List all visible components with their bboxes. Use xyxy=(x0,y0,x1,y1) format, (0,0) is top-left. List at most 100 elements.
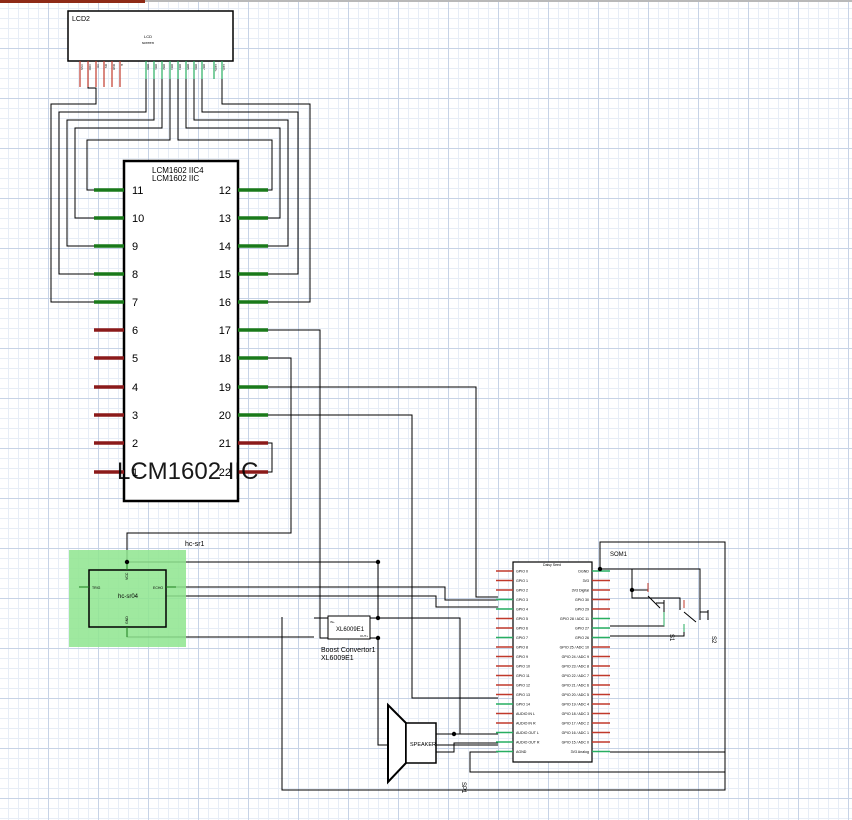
lcm1602-pin-label: 8 xyxy=(132,269,138,281)
board-body[interactable] xyxy=(512,561,593,763)
lcd-pin-label: DB5 xyxy=(186,64,190,70)
speaker-component[interactable]: SPEAKER SP1 xyxy=(387,702,466,794)
wire-speaker-b xyxy=(436,742,498,753)
lcm1602-pin-label: 21 xyxy=(219,438,231,450)
board-pin-label: GPIO 4 xyxy=(516,608,528,612)
lcm1602-pin-label: 4 xyxy=(132,382,138,394)
junction-dot xyxy=(629,587,635,593)
lcd-pin-label: E xyxy=(120,64,124,66)
sensor-name: hc-sr04 xyxy=(118,594,139,600)
switch-s2-lever xyxy=(683,611,697,623)
switches[interactable]: S1 S2 xyxy=(647,583,716,644)
lcm1602-pin-label: 20 xyxy=(219,410,231,422)
lcm1602-pin-label: 6 xyxy=(132,325,138,337)
junction-dot xyxy=(375,615,381,621)
board-pin-label: 3V3 xyxy=(583,579,589,583)
board-pin-label: AGND xyxy=(516,750,527,754)
boost-converter-component[interactable]: XL6009E1 IN+ OUT+ Boost Convertor1 XL600… xyxy=(321,615,376,662)
wire-dgnd xyxy=(610,568,701,620)
wire-17 xyxy=(268,329,498,746)
lcm1602-title-1: LCM1602 IIC4 xyxy=(152,166,204,175)
board-pin-label: GPIO 3 xyxy=(516,598,528,602)
sensor-pin-echo-label: ECHO xyxy=(153,586,163,590)
lcd-pin-label: V0 xyxy=(96,64,100,68)
junction-dot xyxy=(375,559,381,565)
speaker-body[interactable] xyxy=(405,722,437,764)
sensor-label: hc-sr1 xyxy=(185,541,205,548)
board-pin-label: GPIO 5 xyxy=(516,617,528,621)
board-pin-label: AUDIO OUT L xyxy=(516,731,539,735)
speaker-name: SPEAKER xyxy=(410,742,436,748)
lcd-pin-label: VSS xyxy=(80,64,84,70)
wire-db-12 xyxy=(177,79,273,191)
board-pin-label: DGND xyxy=(578,570,589,574)
wire-db-16 xyxy=(221,79,311,303)
board-pin-label: GPIO 13 xyxy=(516,693,530,697)
wire-agnd xyxy=(469,751,725,773)
junction-dot xyxy=(597,566,603,572)
boost-pin-in: IN+ xyxy=(330,620,335,624)
board-pin-label: GPIO 25 / ADC 10 xyxy=(560,646,589,650)
lcm1602-watermark: LCM1602 IIC xyxy=(117,458,258,485)
lcm1602-pin-label: 12 xyxy=(219,185,231,197)
switch-s1[interactable]: S1 xyxy=(647,583,674,642)
wire-db-10 xyxy=(74,79,163,219)
sensor-pin-trig-label: TRIG xyxy=(92,586,101,590)
board-name: Daisy Seed xyxy=(543,563,561,567)
lcm1602-body[interactable] xyxy=(122,159,240,503)
lcm1602-pin-label: 1 xyxy=(132,467,138,479)
wire-20 xyxy=(268,414,498,699)
lcm1602-pin-label: 10 xyxy=(132,213,144,225)
lcm1602-title-2: LCM1602 IIC xyxy=(152,174,199,183)
sensor-component[interactable]: hc-sr1 hc-sr04 VCC TRIG ECHO GND xyxy=(69,541,205,647)
board-pin-label: GPIO 26 xyxy=(575,636,589,640)
lcd-pin-label: DB2 xyxy=(162,64,166,70)
lcd-pin-label: DB1 xyxy=(154,64,158,70)
active-tab-indicator xyxy=(0,0,145,3)
board-pin-label: GPIO 14 xyxy=(516,703,530,707)
speaker-cone[interactable] xyxy=(387,702,407,785)
junction-dot xyxy=(124,559,130,565)
board-pin-label: GPIO 6 xyxy=(516,627,528,631)
lcm1602-pin-label: 16 xyxy=(219,297,231,309)
lcm1602-pin-label: 18 xyxy=(219,353,231,365)
wire-21-22 xyxy=(268,442,273,473)
wire-trig xyxy=(166,595,498,608)
sensor-pin-vcc-label: VCC xyxy=(125,572,129,580)
lcd-pin-label: VDD xyxy=(88,64,92,71)
boost-caption-2: XL6009E1 xyxy=(321,655,354,662)
wire-18 xyxy=(126,357,292,562)
wire-s2-a xyxy=(631,590,681,610)
board-pin-label: GPIO 15 / ADC 0 xyxy=(562,741,589,745)
wire-db-15 xyxy=(201,79,299,275)
switch-s2[interactable]: S2 xyxy=(683,600,716,644)
wire-db-7 xyxy=(50,79,97,303)
board-pin-label: GPIO 10 xyxy=(516,665,530,669)
lcm1602-pin-label: 3 xyxy=(132,410,138,422)
lcm1602-component[interactable]: LCM1602 IIC4 LCM1602 IIC 111098765432112… xyxy=(94,159,268,503)
wire-19 xyxy=(268,386,498,598)
boost-name: XL6009E1 xyxy=(336,627,365,633)
board-pin-label: GPIO 29 xyxy=(575,608,589,612)
board-pin-label: GPIO 0 xyxy=(516,570,528,574)
top-border xyxy=(0,0,852,2)
switch-s1-label: S1 xyxy=(668,634,674,642)
board-pin-label: AUDIO IN L xyxy=(516,712,535,716)
lcd-body[interactable] xyxy=(67,10,234,62)
board-pin-label: GPIO 28 / ADC 11 xyxy=(560,617,589,621)
lcd-pin-label: LED- xyxy=(222,64,226,71)
board-pin-label: GPIO 30 xyxy=(575,598,589,602)
lcm1602-pin-label: 22 xyxy=(219,467,231,479)
junction-dot xyxy=(451,731,457,737)
junctions xyxy=(124,559,635,737)
wire-db-9 xyxy=(66,79,155,247)
boost-body[interactable] xyxy=(327,615,371,640)
board-pin-label: GPIO 19 / ADC 4 xyxy=(562,703,589,707)
speaker-ref: SP1 xyxy=(460,782,466,794)
board-pin-label: AUDIO OUT R xyxy=(516,741,540,745)
board-pin-label: GPIO 17 / ADC 2 xyxy=(562,722,589,726)
